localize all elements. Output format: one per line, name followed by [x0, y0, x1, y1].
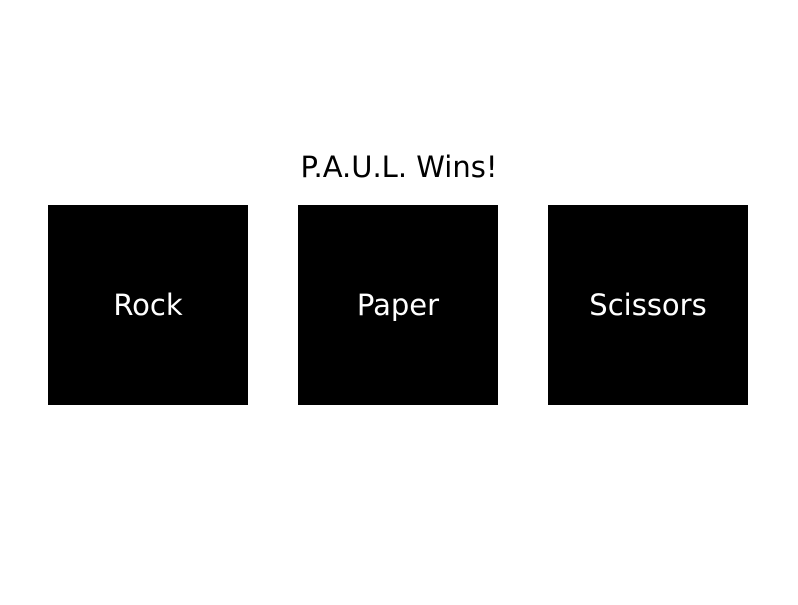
paper-label: Paper	[356, 288, 440, 322]
scissors-button[interactable]: Scissors	[548, 205, 748, 405]
result-message: P.A.U.L. Wins!	[300, 150, 498, 184]
rock-label: Rock	[113, 288, 183, 322]
paper-button[interactable]: Paper	[298, 205, 498, 405]
scissors-label: Scissors	[589, 288, 707, 322]
rock-button[interactable]: Rock	[48, 205, 248, 405]
